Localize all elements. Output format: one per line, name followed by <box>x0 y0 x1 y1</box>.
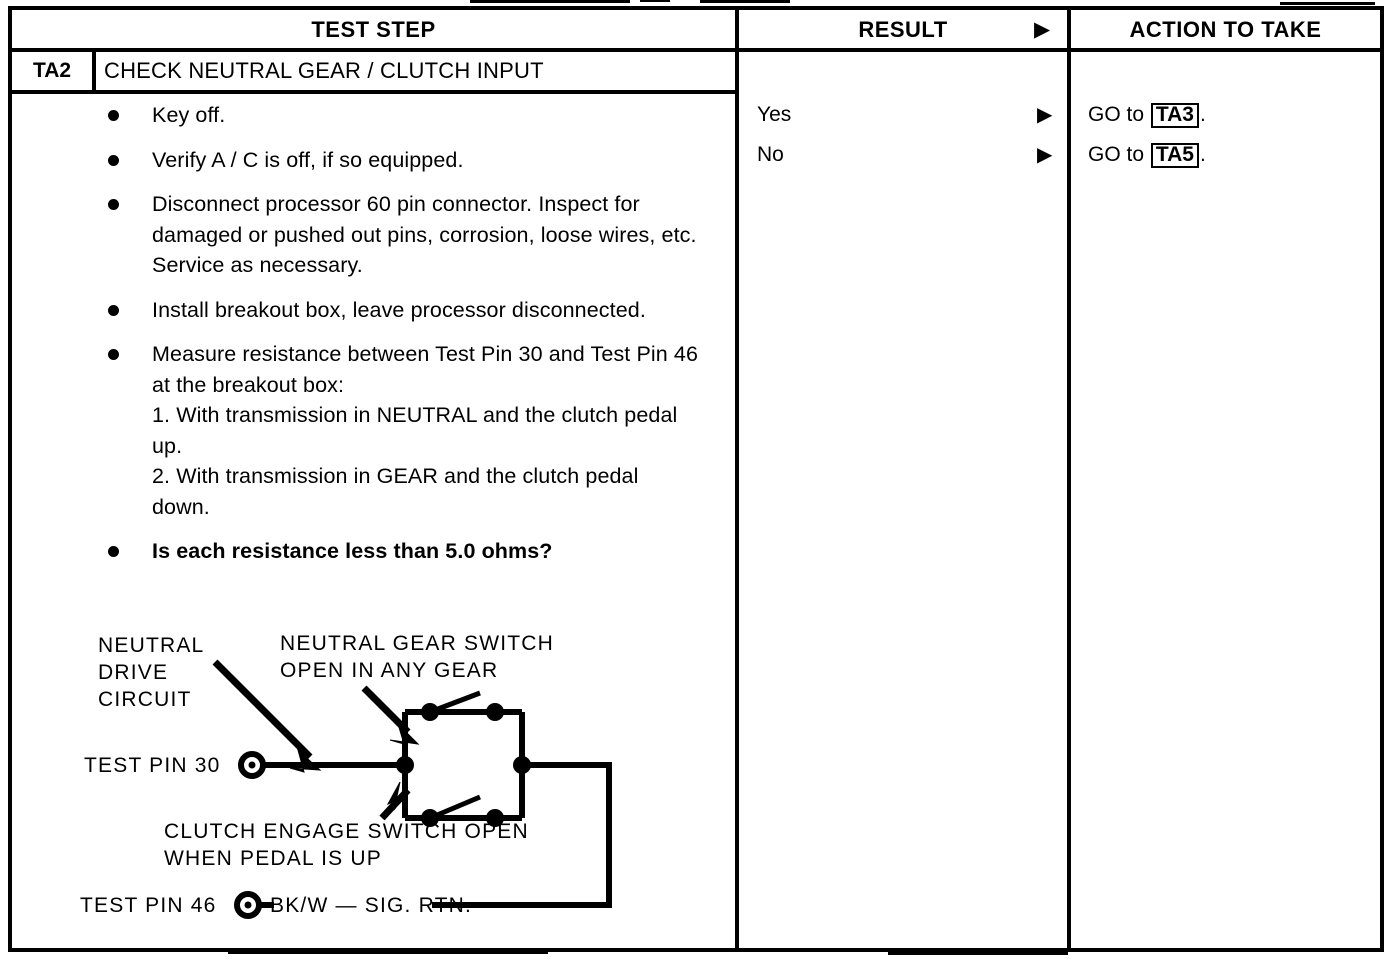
circuit-schematic: NEUTRAL DRIVE CIRCUIT NEUTRAL GEAR SWITC… <box>52 622 712 942</box>
result-arrow-no-icon: ▶ <box>1037 144 1053 166</box>
step-title: CHECK NEUTRAL GEAR / CLUTCH INPUT <box>104 58 544 83</box>
list-item: Verify A / C is off, if so equipped. <box>100 145 700 176</box>
step-id-divider <box>92 50 96 92</box>
label-test-pin-46: TEST PIN 46 <box>80 894 217 917</box>
column-divider-action <box>1067 10 1071 948</box>
switch-contact-clutch-right <box>486 809 504 827</box>
bullet-dot-icon <box>108 199 119 210</box>
label-wire-bkw-sig-rtn: BK/W — SIG. RTN. <box>270 894 472 917</box>
action-suffix: . <box>1200 143 1206 166</box>
table-header-row: TEST STEP RESULT ▶ ACTION TO TAKE <box>12 10 1380 50</box>
label-neutral-drive-line1: NEUTRAL <box>98 634 204 657</box>
list-item-text: Key off. <box>152 103 226 127</box>
result-label-yes: Yes <box>757 103 792 126</box>
list-item: Key off. <box>100 100 700 131</box>
action-suffix: . <box>1200 103 1206 126</box>
header-bottom-rule <box>12 48 1380 52</box>
list-item-text: Disconnect processor 60 pin connector. I… <box>152 192 697 277</box>
junction-node-left <box>396 756 414 774</box>
scan-artifact <box>640 0 670 2</box>
list-item-question: Is each resistance less than 5.0 ohms? <box>100 536 700 567</box>
leader-arrow-gear-switch <box>361 685 420 745</box>
bullet-dot-icon <box>108 304 119 316</box>
list-item-text: Is each resistance less than 5.0 ohms? <box>152 539 553 563</box>
bullet-dot-icon <box>108 349 119 360</box>
action-row-yes: GO to TA3. <box>1088 102 1206 128</box>
switch-blade-gear <box>429 690 481 715</box>
label-clutch-switch-line2: WHEN PEDAL IS UP <box>164 847 382 870</box>
list-item-subtext-2: 2. With transmission in GEAR and the clu… <box>152 464 639 519</box>
label-neutral-drive-line2: DRIVE <box>98 661 168 684</box>
label-neutral-drive-line3: CIRCUIT <box>98 688 192 711</box>
list-item-text: Install breakout box, leave processor di… <box>152 297 646 322</box>
column-divider-result <box>735 10 739 948</box>
bullet-dot-icon <box>108 546 119 557</box>
label-test-pin-30: TEST PIN 30 <box>84 754 221 777</box>
list-item-text: Verify A / C is off, if so equipped. <box>152 147 464 172</box>
result-arrow-yes-icon: ▶ <box>1037 104 1053 126</box>
connector-symbol-pin-46 <box>234 891 262 919</box>
list-item: Install breakout box, leave processor di… <box>100 295 700 326</box>
action-step-ref[interactable]: TA3 <box>1150 103 1199 128</box>
list-item-subtext-1: 1. With transmission in NEUTRAL and the … <box>152 403 678 458</box>
step-id-cell: TA2 <box>32 59 72 82</box>
diagnostic-table: TEST STEP RESULT ▶ ACTION TO TAKE TA2 CH… <box>8 6 1384 952</box>
scan-artifact <box>1280 2 1375 5</box>
label-clutch-switch-line1: CLUTCH ENGAGE SWITCH OPEN <box>164 820 529 843</box>
switch-contact-gear-right <box>486 703 504 721</box>
action-prefix: GO to <box>1088 143 1145 166</box>
action-prefix: GO to <box>1088 103 1145 126</box>
header-test-step: TEST STEP <box>311 17 436 42</box>
result-label-no: No <box>757 143 784 166</box>
step-title-bottom-rule <box>12 90 735 94</box>
list-item: Measure resistance between Test Pin 30 a… <box>100 339 700 522</box>
label-gear-switch-line2: OPEN IN ANY GEAR <box>280 659 498 682</box>
bullet-dot-icon <box>108 110 119 121</box>
scan-artifact <box>470 0 630 3</box>
list-item: Disconnect processor 60 pin connector. I… <box>100 189 700 281</box>
header-action-to-take: ACTION TO TAKE <box>1129 17 1322 42</box>
connector-symbol-pin-30 <box>238 751 266 779</box>
action-step-ref[interactable]: TA5 <box>1150 143 1199 168</box>
action-row-no: GO to TA5. <box>1088 142 1206 168</box>
switch-blade-clutch <box>429 794 481 821</box>
test-step-instructions: Key off. Verify A / C is off, if so equi… <box>100 100 700 581</box>
header-result: RESULT <box>858 17 948 42</box>
header-result-arrow-icon: ▶ <box>1034 18 1051 41</box>
list-item-text: Measure resistance between Test Pin 30 a… <box>152 342 699 397</box>
scan-artifact <box>700 0 790 3</box>
label-gear-switch-line1: NEUTRAL GEAR SWITCH <box>280 632 554 655</box>
bullet-dot-icon <box>108 154 119 166</box>
